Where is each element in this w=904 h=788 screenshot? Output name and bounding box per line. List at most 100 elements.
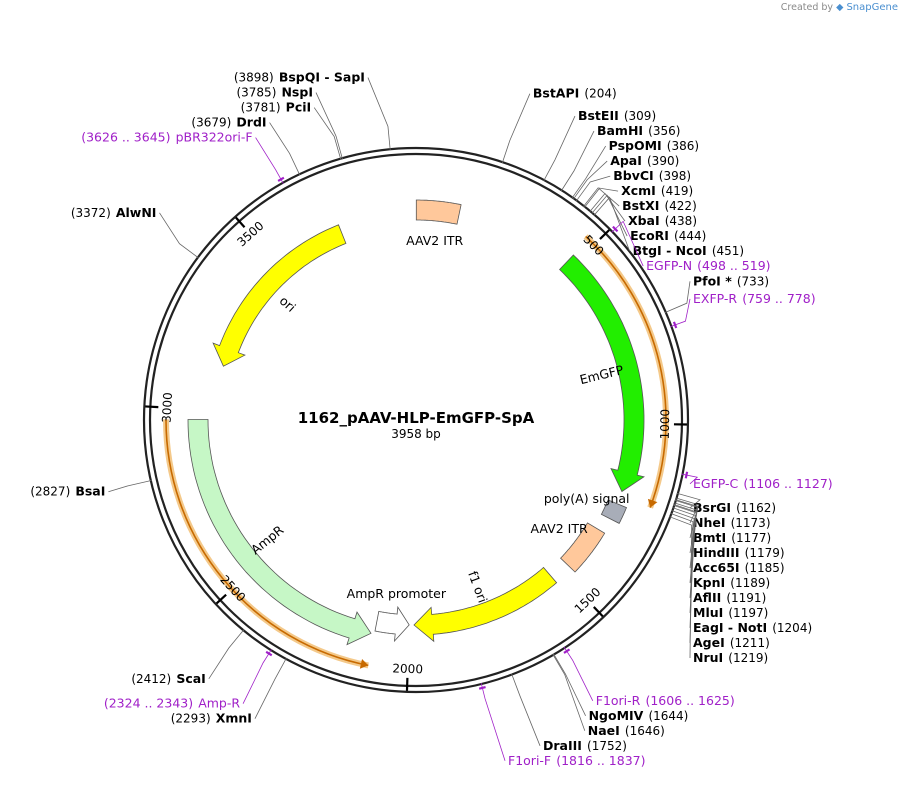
site-leader-bbvci xyxy=(575,175,611,202)
feature-aav2-itr-3[interactable] xyxy=(560,522,606,573)
site-name-eagi-noti: EagI - NotI xyxy=(693,620,767,635)
primer-egfp-n[interactable]: EGFP-N (498 .. 519) xyxy=(611,220,771,274)
site-bamhi[interactable]: BamHI (356) xyxy=(560,120,680,192)
site-name-drdi: DrdI xyxy=(236,115,266,130)
site-xcmi[interactable]: XcmI (419) xyxy=(582,180,693,208)
site-leader-ecori xyxy=(591,194,628,237)
site-pos-aflii: (1191) xyxy=(726,591,766,605)
feature-f1-ori-4[interactable] xyxy=(413,566,558,643)
site-bsai[interactable]: (2827) BsaI xyxy=(30,479,152,499)
site-pos-eagi-noti: (1204) xyxy=(772,621,812,635)
svg-text:F1ori-F (1816 .. 1837): F1ori-F (1816 .. 1837) xyxy=(508,750,645,769)
svg-text:EagI - NotI (1204): EagI - NotI (1204) xyxy=(693,617,812,636)
primer-egfp-c[interactable]: EGFP-C (1106 .. 1127) xyxy=(681,471,833,492)
primer-f1ori-r[interactable]: F1ori-R (1606 .. 1625) xyxy=(563,646,735,709)
site-name-ngomiv: NgoMIV xyxy=(589,708,644,723)
site-leader-pspomi xyxy=(571,145,607,199)
site-bstxi[interactable]: BstXI (422) xyxy=(583,188,697,214)
site-nhei[interactable]: NheI (1173) xyxy=(675,497,771,531)
feature-label-4: f1 ori xyxy=(465,569,490,605)
primer-leader-amp-r xyxy=(242,649,272,704)
site-pos-nhei: (1173) xyxy=(731,516,771,530)
site-bsrgi[interactable]: BsrGI (1162) xyxy=(676,492,776,516)
site-bmti[interactable]: BmtI (1177) xyxy=(674,499,771,545)
svg-text:BtgI - NcoI (451): BtgI - NcoI (451) xyxy=(633,240,744,259)
site-name-pspomi: PspOMI xyxy=(609,138,662,153)
site-leader-nrui xyxy=(669,516,693,658)
svg-text:EXFP-R (759 .. 778): EXFP-R (759 .. 778) xyxy=(693,288,816,307)
feature-ampr-6[interactable] xyxy=(187,419,372,646)
primer-leader-f1ori-r xyxy=(563,646,594,701)
primer-pbr322ori-f[interactable]: (3626 .. 3645) pBR322ori-F xyxy=(81,127,285,184)
primer-name-f1ori-f: F1ori-F xyxy=(508,753,551,768)
site-apai[interactable]: ApaI (390) xyxy=(572,150,679,200)
site-ecori[interactable]: EcoRI (444) xyxy=(591,194,707,244)
svg-text:MluI (1197): MluI (1197) xyxy=(693,602,768,621)
svg-text:(3898) BspQI - SapI: (3898) BspQI - SapI xyxy=(234,67,365,86)
site-bstapi[interactable]: BstAPI (204) xyxy=(501,83,617,164)
primer-name-amp-r: Amp-R xyxy=(198,696,240,711)
svg-text:BbvCI (398): BbvCI (398) xyxy=(613,165,691,184)
site-name-nspi: NspI xyxy=(281,85,313,100)
site-ngomiv[interactable]: NgoMIV (1644) xyxy=(553,653,688,724)
site-bbvci[interactable]: BbvCI (398) xyxy=(575,165,691,202)
backbone-inner-circle xyxy=(148,152,684,688)
feature-label-0: AAV2 ITR xyxy=(406,233,463,248)
svg-text:DraIII (1752): DraIII (1752) xyxy=(543,735,627,754)
site-name-mlui: MluI xyxy=(693,605,723,620)
site-name-pfoi: PfoI * xyxy=(693,273,732,288)
site-pos-bspqi-sapi: (3898) xyxy=(234,71,274,85)
primer-amp-r[interactable]: (2324 .. 2343) Amp-R xyxy=(104,649,273,711)
site-bspqi-sapi[interactable]: (3898) BspQI - SapI xyxy=(234,67,391,151)
site-nrui[interactable]: NruI (1219) xyxy=(669,516,768,666)
site-name-bmti: BmtI xyxy=(693,530,726,545)
primer-f1ori-f[interactable]: F1ori-F (1816 .. 1837) xyxy=(478,682,646,769)
site-drdi[interactable]: (3679) DrdI xyxy=(191,112,301,176)
map-title: 1162_pAAV-HLP-EmGFP-SpA xyxy=(298,409,535,427)
site-leader-bspqi-sapi xyxy=(367,77,391,151)
primer-sites[interactable]: (3626 .. 3645) pBR322ori-F EGFP-N (498 ..… xyxy=(81,127,832,769)
site-xmni[interactable]: (2293) XmnI xyxy=(171,657,287,727)
site-leader-pcii xyxy=(313,107,342,160)
site-leader-draiii xyxy=(511,673,541,746)
primer-mark-egfp-n xyxy=(612,225,619,233)
svg-text:(3626 .. 3645) pBR322ori-F: (3626 .. 3645) pBR322ori-F xyxy=(81,127,252,146)
primer-exfp-r[interactable]: EXFP-R (759 .. 778) xyxy=(670,288,816,329)
feature-ori-7[interactable] xyxy=(212,224,347,367)
feature-emgfp-1[interactable] xyxy=(559,254,645,493)
feature-label-2: poly(A) signal xyxy=(544,491,630,506)
site-nspi[interactable]: (3785) NspI xyxy=(236,82,343,160)
primer-mark-f1ori-f xyxy=(478,686,486,690)
site-eagi-noti[interactable]: EagI - NotI (1204) xyxy=(671,510,812,636)
feature-poly-a-signal-2[interactable] xyxy=(600,499,628,524)
site-xbai[interactable]: XbaI (438) xyxy=(589,192,697,229)
primer-mark-amp-r xyxy=(265,650,273,657)
site-btgi-ncoi[interactable]: BtgI - NcoI (451) xyxy=(593,196,744,259)
site-pos-pcii: (3781) xyxy=(241,101,281,115)
site-alwni[interactable]: (3372) AlwNI xyxy=(71,202,199,259)
primer-mark-pbr322ori-f xyxy=(277,176,285,182)
site-leader-agei xyxy=(670,512,694,643)
site-name-xbai: XbaI xyxy=(628,213,660,228)
site-pos-bsai: (2827) xyxy=(30,485,70,499)
site-bsteii[interactable]: BstEII (309) xyxy=(543,105,656,182)
feature-aav2-itr-0[interactable] xyxy=(415,199,462,225)
site-pspomi[interactable]: PspOMI (386) xyxy=(571,135,699,199)
backbone xyxy=(142,146,690,694)
svg-text:NruI (1219): NruI (1219) xyxy=(693,647,768,666)
site-draiii[interactable]: DraIII (1752) xyxy=(511,673,627,754)
site-pos-apai: (390) xyxy=(647,154,679,168)
site-pcii[interactable]: (3781) PciI xyxy=(241,97,342,160)
tick-label-1000: 1000 xyxy=(658,409,673,440)
feature-label-5: AmpR promoter xyxy=(347,586,447,601)
site-naei[interactable]: NaeI (1646) xyxy=(552,653,665,739)
site-kpni[interactable]: KpnI (1189) xyxy=(673,504,771,591)
site-pfoi[interactable]: PfoI * (733) xyxy=(664,270,769,314)
site-hindiii[interactable]: HindIII (1179) xyxy=(674,499,785,561)
site-scai[interactable]: (2412) ScaI xyxy=(131,629,245,686)
site-name-bspqi-sapi: BspQI - SapI xyxy=(279,70,365,85)
feature-ampr-promoter-5[interactable] xyxy=(374,605,410,643)
restriction-sites[interactable]: (3898) BspQI - SapI(3785) NspI(3781) Pci… xyxy=(30,67,812,754)
